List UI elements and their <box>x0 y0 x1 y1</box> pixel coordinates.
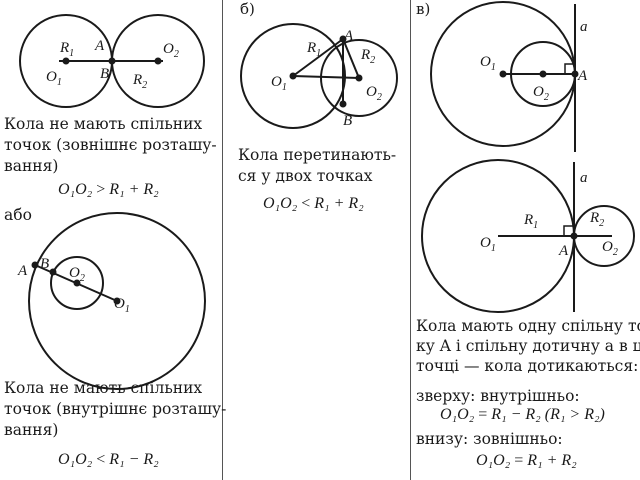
label-tangent-lower: a <box>580 170 588 186</box>
point-b-internal <box>49 268 57 276</box>
label-r1-intersecting: R1 <box>306 40 321 59</box>
point-a-external <box>108 57 116 65</box>
label-o2-external: O2 <box>163 41 179 60</box>
caption-external-line-3: вання) <box>4 157 59 175</box>
label-r2-intersecting: R2 <box>360 47 375 66</box>
label-r2-lower: R2 <box>589 210 604 229</box>
label-o1-lower: O1 <box>480 235 496 254</box>
panel-mark-c: в) <box>416 0 431 18</box>
caption-internal-line-2: точок (внутрішнє розташу- <box>4 400 227 418</box>
point-o2-intersecting <box>355 74 363 82</box>
label-a-external: A <box>94 38 105 54</box>
point-o1-upper <box>499 70 507 78</box>
label-o1-internal: O1 <box>114 296 130 315</box>
formula-internal-tangency: O₁O₂ = R₁ − R₂ (R₁ > R₂) <box>440 406 605 423</box>
caption-intersecting-line-2: ся у двох точках <box>238 167 373 185</box>
circle-o2-internal <box>50 256 104 310</box>
label-b-intersecting: B <box>343 113 352 129</box>
point-a-upper <box>571 70 579 78</box>
caption-internal-line-1: Кола не мають спільних <box>4 379 203 397</box>
circle-o1-intersecting <box>240 23 346 129</box>
segment-o1o2-intersecting <box>292 75 360 79</box>
formula-external-tangency: O₁O₂ = R₁ + R₂ <box>476 452 577 469</box>
label-r1-lower: R1 <box>523 212 538 231</box>
formula-internal: O₁O₂ < R₁ − R₂ <box>58 451 159 468</box>
label-external-tangency: внизу: зовнішньо: <box>416 430 563 448</box>
radius-r1-intersecting <box>292 38 344 77</box>
label-r1-external: R1 <box>59 40 74 59</box>
point-o1-intersecting <box>289 72 297 80</box>
formula-external: O₁O₂ > R₁ + R₂ <box>58 181 159 198</box>
point-o2-upper <box>539 70 547 78</box>
right-angle-mark-lower <box>563 225 574 236</box>
label-internal-tangency: зверху: внутрішньо: <box>416 387 580 405</box>
label-a-intersecting: A <box>343 28 354 44</box>
caption-external-line-2: точок (зовнішнє розташу- <box>4 136 217 154</box>
circle-o2-intersecting <box>320 39 398 117</box>
label-b-internal: B <box>40 256 49 272</box>
caption-tangent-line-1: Кола мають одну спільну точ- <box>416 317 640 335</box>
label-o1-external: O1 <box>46 69 62 88</box>
point-a-lower <box>570 232 578 240</box>
label-a-lower: A <box>558 243 569 259</box>
point-o2-internal <box>73 279 81 287</box>
panel-mark-b: б) <box>240 0 255 18</box>
caption-intersecting-line-1: Кола перетинають- <box>238 146 397 164</box>
label-a-upper: A <box>577 68 588 84</box>
caption-tangent-line-3: точці — кола дотикаються: <box>416 357 639 375</box>
label-o2-internal: O2 <box>69 265 85 284</box>
label-o2-lower: O2 <box>602 239 618 258</box>
point-o2-external <box>154 57 162 65</box>
label-tangent-upper: a <box>580 19 588 35</box>
circle-o1-internal <box>28 212 206 390</box>
point-o1-internal <box>113 297 121 305</box>
column-divider-left <box>222 0 223 480</box>
point-o1-external <box>62 57 70 65</box>
column-divider-right <box>410 0 411 480</box>
right-angle-mark-upper <box>564 63 575 74</box>
point-a-intersecting <box>339 35 347 43</box>
label-b-external: B <box>100 66 109 82</box>
label-o1-intersecting: O1 <box>271 74 287 93</box>
label-o1-upper: O1 <box>480 54 496 73</box>
caption-external-line-1: Кола не мають спільних <box>4 115 203 133</box>
label-a-internal: A <box>17 263 28 279</box>
point-b-intersecting <box>339 100 347 108</box>
label-o2-upper: O2 <box>533 84 549 103</box>
label-o2-intersecting: O2 <box>366 84 382 103</box>
point-a-internal <box>31 261 39 269</box>
formula-intersecting: O₁O₂ < R₁ + R₂ <box>263 195 364 212</box>
label-r2-external: R2 <box>132 72 147 91</box>
caption-internal-line-3: вання) <box>4 421 59 439</box>
caption-tangent-line-2: ку A і спільну дотичну a в цій <box>416 337 640 355</box>
radius-r2-intersecting <box>342 38 360 79</box>
separator-or: або <box>4 206 32 224</box>
